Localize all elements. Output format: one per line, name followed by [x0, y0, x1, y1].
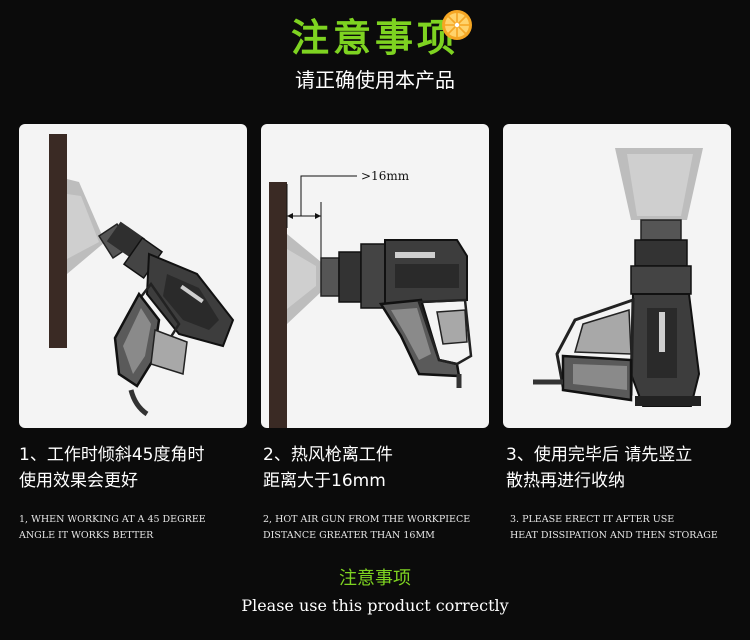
caption-line: 使用效果会更好 — [19, 471, 138, 491]
heat-gun-icon — [533, 219, 701, 407]
caption-cn-angle: 1、工作时倾斜45度角时 使用效果会更好 — [19, 442, 249, 494]
caption-line: 2、热风枪离工件 — [263, 445, 393, 465]
caption-line: DISTANCE GREATER THAN 16MM — [263, 530, 435, 541]
lemon-slice-icon — [442, 10, 472, 40]
footer-title: 注意事项 — [339, 568, 411, 589]
heat-gun-distance-illustration: >16mm — [269, 169, 473, 428]
illustration-card-distance: >16mm — [261, 124, 489, 428]
distance-label: >16mm — [361, 169, 410, 183]
caption-line: 2, HOT AIR GUN FROM THE WORKPIECE — [263, 514, 471, 525]
caption-line: 散热再进行收纳 — [506, 471, 625, 491]
header: 注意事项 请正确使用本产品 — [0, 0, 750, 120]
caption-line: HEAT DISSIPATION AND THEN STORAGE — [510, 530, 718, 541]
caption-line: 1、工作时倾斜45度角时 — [19, 445, 205, 465]
caption-line: 3. PLEASE ERECT IT AFTER USE — [510, 514, 675, 525]
caption-line: 距离大于16mm — [263, 471, 386, 491]
illustration-card-storage — [503, 124, 731, 428]
heat-gun-upright-illustration — [533, 148, 703, 407]
caption-line: 1, WHEN WORKING AT A 45 DEGREE — [19, 514, 206, 525]
distance-dimension-marker: >16mm — [286, 169, 410, 262]
caption-en-angle: 1, WHEN WORKING AT A 45 DEGREE ANGLE IT … — [19, 512, 254, 544]
page-subtitle: 请正确使用本产品 — [295, 68, 455, 92]
heat-gun-icon — [320, 239, 473, 388]
workpiece-board — [269, 182, 287, 428]
caption-en-storage: 3. PLEASE ERECT IT AFTER USE HEAT DISSIP… — [510, 512, 745, 544]
caption-line: ANGLE IT WORKS BETTER — [19, 530, 154, 541]
caption-cn-distance: 2、热风枪离工件 距离大于16mm — [263, 442, 493, 494]
page-title: 注意事项 — [290, 16, 459, 60]
caption-cn-storage: 3、使用完毕后 请先竖立 散热再进行收纳 — [506, 442, 736, 494]
workpiece-board — [49, 134, 67, 348]
caption-line: 3、使用完毕后 请先竖立 — [506, 445, 693, 465]
heat-gun-icon — [97, 221, 235, 417]
caption-en-distance: 2, HOT AIR GUN FROM THE WORKPIECE DISTAN… — [263, 512, 498, 544]
illustration-card-angle — [19, 124, 247, 428]
footer-subtitle: Please use this product correctly — [241, 596, 509, 615]
heat-gun-45-degree-illustration — [49, 134, 235, 417]
